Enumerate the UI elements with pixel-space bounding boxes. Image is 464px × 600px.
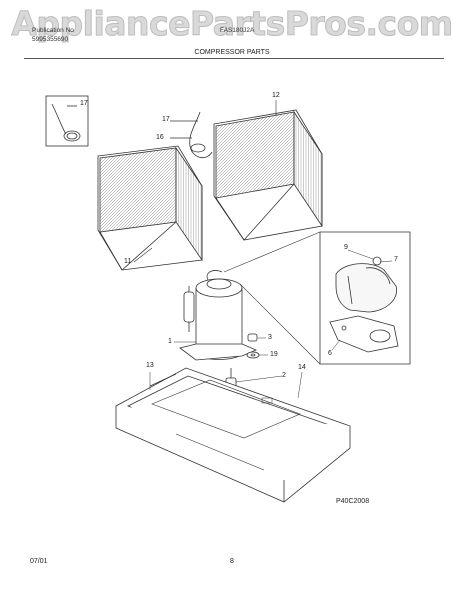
evaporator-coil [97, 145, 203, 271]
callout-2: 2 [282, 372, 286, 379]
callout-16: 16 [156, 134, 164, 141]
callout-3: 3 [268, 334, 272, 341]
callout-6: 6 [328, 350, 332, 357]
header-divider [24, 58, 444, 59]
capillary-tube [170, 111, 213, 159]
base-pan [115, 367, 351, 503]
compressor [174, 270, 258, 361]
publication-number: 5995355690 [32, 36, 69, 43]
page-number: 8 [230, 558, 234, 565]
callout-19: 19 [270, 351, 278, 358]
footer-date: 07/01 [30, 558, 48, 565]
sound-jacket-detail [223, 231, 411, 365]
callout-1: 1 [168, 338, 172, 345]
callout-13: 13 [146, 362, 154, 369]
callout-17: 17 [162, 116, 170, 123]
capillary-tube-detail [45, 95, 89, 147]
callout-17-detail: 17 [80, 100, 88, 107]
callout-14: 14 [298, 364, 306, 371]
model-number: FAS180J2A [220, 27, 255, 34]
watermark: AppliancePartsPros.com [11, 4, 454, 44]
figure-code: P40C2008 [336, 498, 370, 505]
callout-9: 9 [344, 244, 348, 251]
publication-label: Publication No [32, 27, 74, 34]
callout-12: 12 [272, 92, 280, 99]
page-title: COMPRESSOR PARTS [194, 49, 270, 56]
condenser-coil [213, 100, 323, 241]
callout-7: 7 [394, 256, 398, 263]
grommet-and-washer [246, 333, 268, 359]
callout-11: 11 [124, 258, 132, 265]
